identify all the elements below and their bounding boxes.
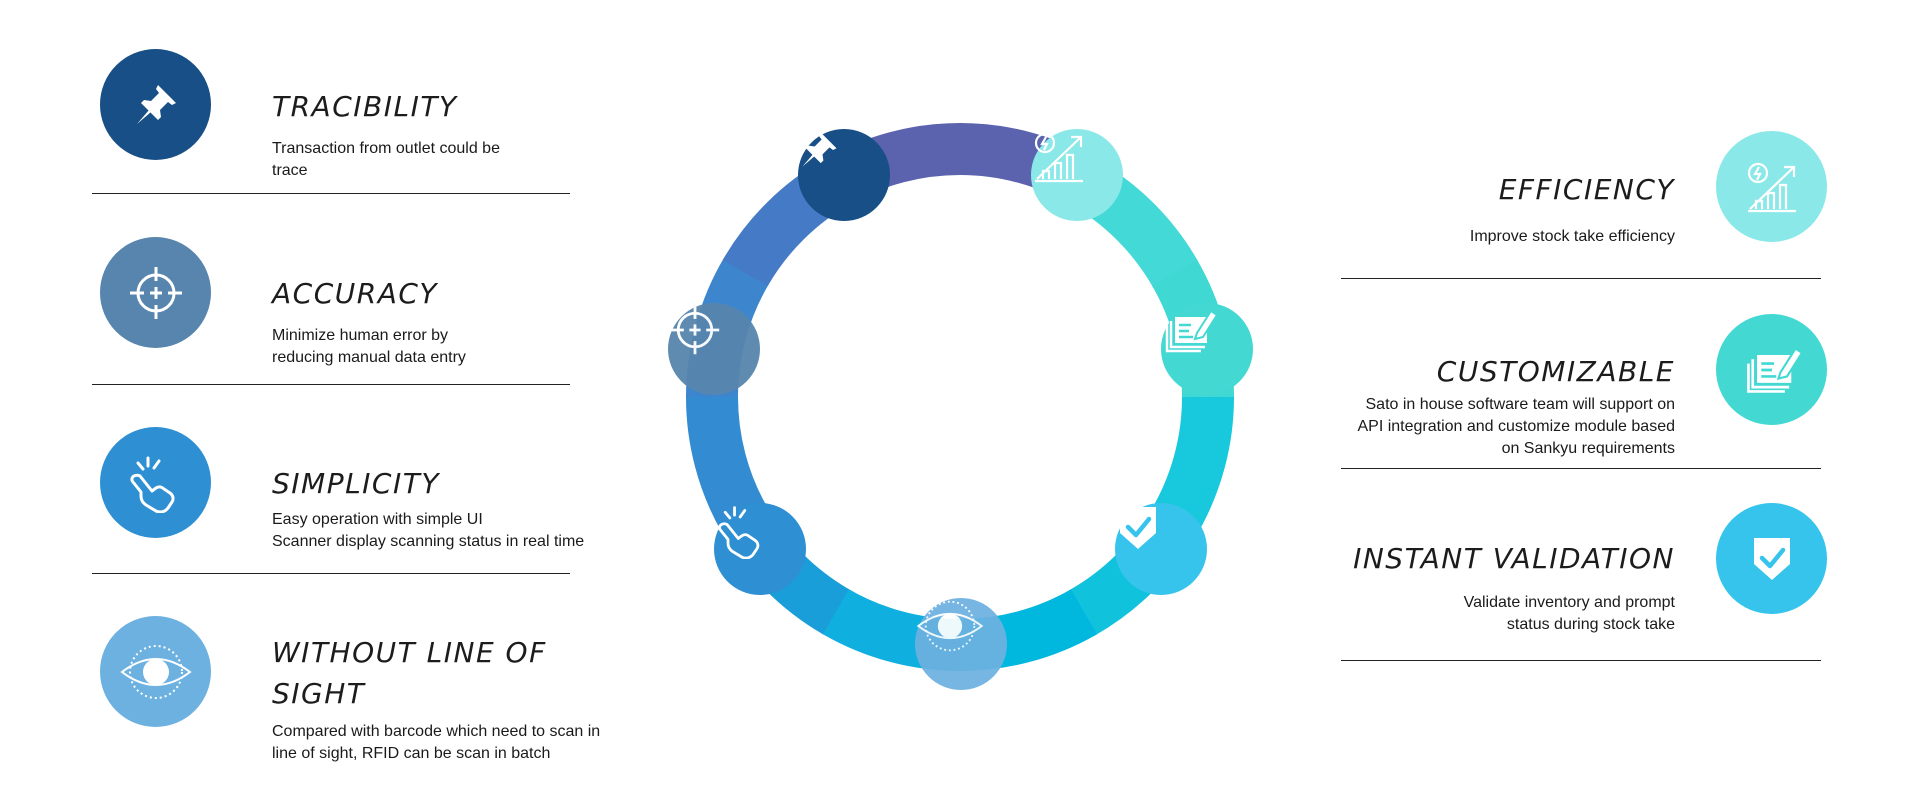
tracibility-icon-circle: [100, 49, 211, 160]
feature-title: WITHOUT LINE OF SIGHT: [272, 636, 547, 710]
divider: [1341, 278, 1821, 279]
feature-title: CUSTOMIZABLE: [1436, 355, 1675, 388]
shield-check-icon: [1120, 507, 1156, 549]
divider: [92, 193, 570, 194]
feature-ring: [660, 115, 1260, 715]
ring-node-instant-validation: [1115, 503, 1207, 595]
feature-title: TRACIBILITY: [272, 90, 458, 123]
ring-node-customizable: [1161, 303, 1253, 395]
instant-validation-icon-circle: [1716, 503, 1827, 614]
pushpin-icon: [136, 84, 176, 124]
growth-chart-icon: [1034, 132, 1083, 183]
feature-description: Sato in house software team will support…: [1357, 396, 1675, 457]
document-edit-icon: [1165, 309, 1217, 353]
growth-chart-icon: [1747, 162, 1796, 212]
efficiency-icon-circle: [1716, 131, 1827, 242]
feature-title: SIMPLICITY: [272, 467, 440, 500]
divider: [92, 384, 570, 385]
crosshair-icon: [670, 305, 720, 355]
crosshair-icon: [129, 266, 182, 319]
finger-tap-icon: [129, 456, 175, 513]
customizable-icon-circle: [1716, 314, 1827, 425]
feature-description: Compared with barcode which need to scan…: [272, 723, 601, 762]
feature-title: EFFICIENCY: [1498, 173, 1675, 206]
ring-node-tracibility: [798, 129, 890, 221]
feature-description: Improve stock take efficiency: [1469, 228, 1675, 245]
simplicity-icon-circle: [100, 427, 211, 538]
accuracy-icon-circle: [100, 237, 211, 348]
ring-node-accuracy: [668, 303, 760, 395]
feature-description: Transaction from outlet could be trace: [272, 140, 500, 179]
divider: [1341, 468, 1821, 469]
ring-node-efficiency: [1031, 129, 1123, 221]
eye-icon: [916, 600, 984, 652]
ring-node-simplicity: [714, 503, 806, 595]
shield-check-icon: [1753, 537, 1790, 580]
without-line-of-sight-icon-circle: [100, 616, 211, 727]
ring-segment: [686, 394, 768, 534]
divider: [92, 573, 570, 574]
divider: [1341, 660, 1821, 661]
feature-title: INSTANT VALIDATION: [1353, 542, 1675, 575]
pushpin-icon: [802, 132, 837, 167]
document-edit-icon: [1746, 346, 1802, 393]
ring-segment: [1150, 396, 1234, 537]
feature-description: Validate inventory and prompt status dur…: [1463, 594, 1675, 633]
feature-description: Easy operation with simple UI Scanner di…: [272, 511, 585, 550]
finger-tap-icon: [718, 506, 760, 559]
ring-node-without-line-of-sight: [915, 598, 1007, 690]
eye-icon: [119, 644, 192, 699]
feature-title: ACCURACY: [272, 277, 439, 310]
feature-description: Minimize human error by reducing manual …: [272, 327, 466, 366]
